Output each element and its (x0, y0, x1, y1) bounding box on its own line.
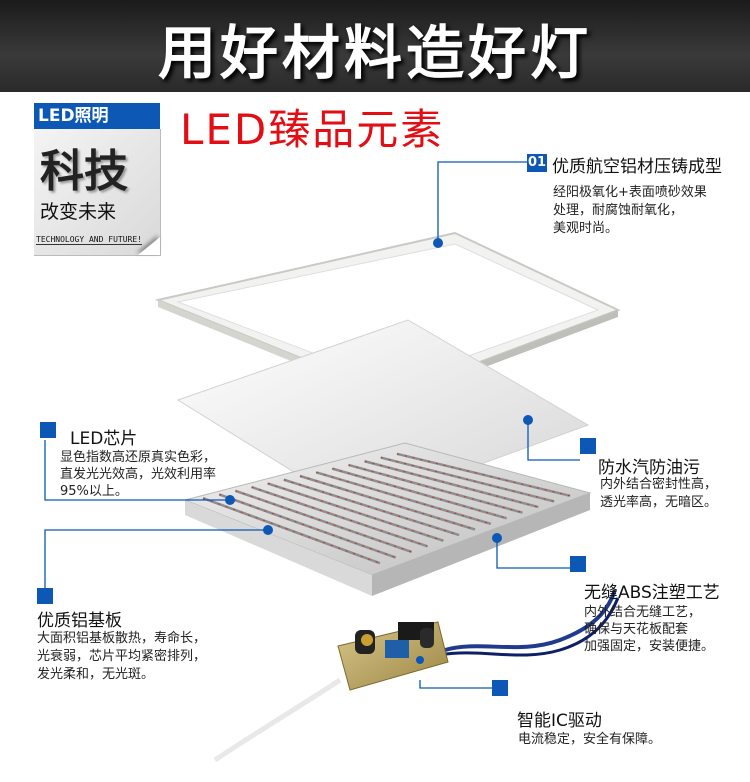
led-strip (348, 463, 523, 514)
led-chip-row (380, 457, 555, 502)
badge-top-label: LED照明 (34, 103, 160, 129)
abs-desc-line: 确保与天花板配套 (584, 622, 689, 637)
chip-title: LED芯片 (70, 429, 138, 449)
board-desc-line: 光衰弱，芯片平均紧密排列， (37, 649, 207, 664)
led-chip-row (267, 482, 444, 542)
bullet-square-icon (37, 588, 53, 604)
chip-desc-line: 显色指数高还原真实色彩， (60, 450, 217, 465)
badge-main-text: 科技 (40, 146, 128, 197)
frame-desc-line: 处理，耐腐蚀耐氧化， (553, 203, 684, 218)
board-desc-line: 发光柔和，无光斑。 (37, 667, 155, 682)
banner-title: 用好材料造好灯 (157, 19, 592, 87)
led-chip-row (299, 475, 476, 530)
seal-title: 防水汽防油污 (598, 458, 700, 478)
badge-sub-text: 改变未来 (40, 201, 117, 223)
led-tray (183, 442, 592, 596)
badge-body (34, 129, 161, 256)
led-strip (234, 489, 413, 554)
frame-title: 优质航空铝材压铸成型 (552, 157, 722, 177)
tech-badge: LED照明 科技 改变未来 TECHNOLOGY AND FUTURE! (34, 103, 161, 256)
bullet-square-icon (40, 422, 56, 438)
frame-desc-line: 经阳极氧化+表面喷砂效果 (553, 185, 707, 200)
header-banner: 用好材料造好灯 (0, 0, 750, 92)
board-desc-line: 大面积铝基板散热，寿命长， (37, 631, 207, 646)
abs-desc-line: 加强固定，安装便捷。 (584, 639, 715, 654)
led-chip-row (283, 479, 460, 536)
abs-desc-line: 内外结合无缝工艺， (584, 605, 702, 620)
led-strip (251, 485, 428, 548)
subtitle: LED臻品元素 (180, 105, 445, 154)
led-strip (331, 467, 508, 520)
bullet-square-icon (570, 556, 586, 572)
ic-driver (213, 589, 620, 763)
bullet-square-icon (492, 680, 508, 696)
leader-dots (225, 238, 533, 664)
led-chip-row (396, 453, 571, 497)
chip-desc-line: 直发光光效高，光效利用率 (60, 467, 217, 482)
seal-desc-line: 透光率高，无暗区。 (600, 495, 718, 510)
led-strip (218, 493, 397, 559)
board-title: 优质铝基板 (37, 611, 122, 631)
leader-lines (44, 161, 580, 689)
abs-title: 无缝ABS注塑工艺 (584, 583, 720, 603)
number-marker: 01 (527, 154, 547, 172)
chip-desc-line: 95%以上。 (60, 484, 128, 499)
driver-title: 智能IC驱动 (517, 711, 602, 731)
frame-desc-line: 美观时尚。 (553, 221, 619, 236)
led-strip (315, 471, 492, 526)
led-chip-row (364, 460, 539, 508)
driver-desc-line: 电流稳定，安全有保障。 (518, 732, 662, 747)
led-strips (202, 452, 571, 565)
badge-page-curl (138, 237, 160, 255)
led-strip (202, 496, 381, 565)
badge-english-text: TECHNOLOGY AND FUTURE! (36, 235, 142, 245)
seal-desc-line: 内外结合密封性高， (600, 477, 718, 492)
bullet-square-icon (580, 438, 596, 454)
